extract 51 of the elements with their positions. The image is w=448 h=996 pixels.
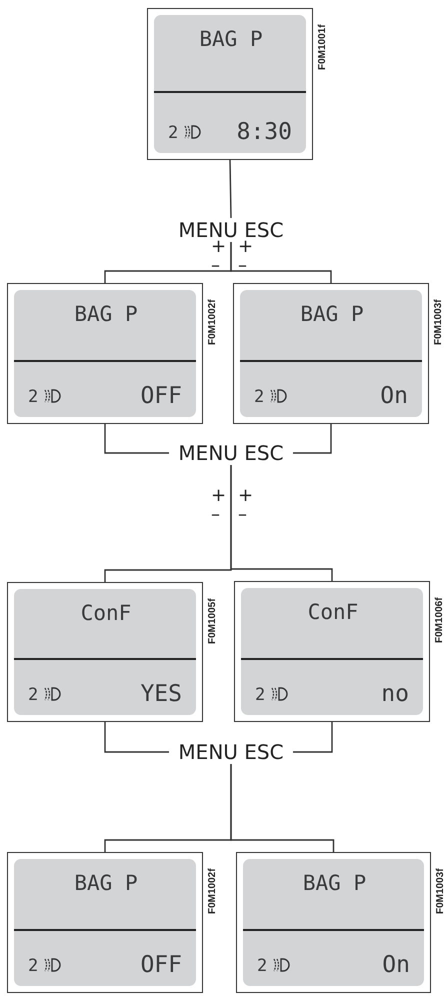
connector-line (229, 160, 232, 218)
figure-code: F0M1006f (434, 597, 445, 643)
display-text: On (382, 954, 410, 977)
display-screen (233, 283, 429, 424)
display-text: BAG P (299, 304, 365, 325)
key-label: MENU ESC (169, 441, 293, 465)
connector-line (293, 722, 333, 753)
display-text: 2 (28, 958, 38, 975)
display-text: ConF (306, 602, 360, 623)
display-text: BAG P (73, 873, 139, 894)
display-screen (234, 581, 430, 722)
display-text: OFF (140, 954, 182, 977)
display-screen (7, 582, 203, 722)
connector-line (230, 242, 332, 283)
display-text: 8:30 (236, 121, 292, 144)
figure-code: F0M1003f (435, 868, 446, 914)
key-symbol: – (211, 257, 220, 275)
display-screen (236, 852, 431, 993)
display-screen (7, 283, 203, 424)
connector-line (230, 465, 333, 581)
display-text: YES (140, 683, 182, 706)
display-text: BAG P (73, 304, 139, 325)
connector-line (104, 424, 169, 454)
display-text: OFF (140, 385, 182, 408)
key-symbol: – (238, 506, 247, 524)
display-text: 2 (257, 958, 268, 975)
connector-line (104, 722, 169, 753)
figure-code: F0M1001f (317, 24, 328, 70)
figure-code: F0M1002f (207, 868, 218, 914)
key-symbol: + (238, 487, 254, 505)
key-label: MENU ESC (169, 740, 293, 764)
figure-code: F0M1003f (433, 299, 444, 345)
display-text: no (381, 683, 409, 706)
connector-line (293, 424, 332, 454)
display-text: ConF (80, 603, 132, 624)
display-text: On (380, 385, 408, 408)
connector-line (230, 764, 334, 852)
display-text: 2 (28, 389, 38, 406)
display-text: BAG P (198, 29, 264, 50)
key-symbol: – (238, 257, 247, 275)
display-text: 2 (255, 687, 266, 704)
display-screen (147, 8, 313, 160)
key-symbol: + (211, 487, 226, 505)
display-text: BAG P (302, 873, 368, 894)
figure-code: F0M1002f (207, 299, 218, 345)
display-screen (7, 852, 203, 993)
figure-code: F0M1005f (207, 598, 218, 644)
display-text: 2 (168, 125, 178, 142)
display-text: 2 (254, 389, 264, 406)
key-symbol: – (211, 506, 220, 524)
display-text: 2 (28, 687, 38, 704)
